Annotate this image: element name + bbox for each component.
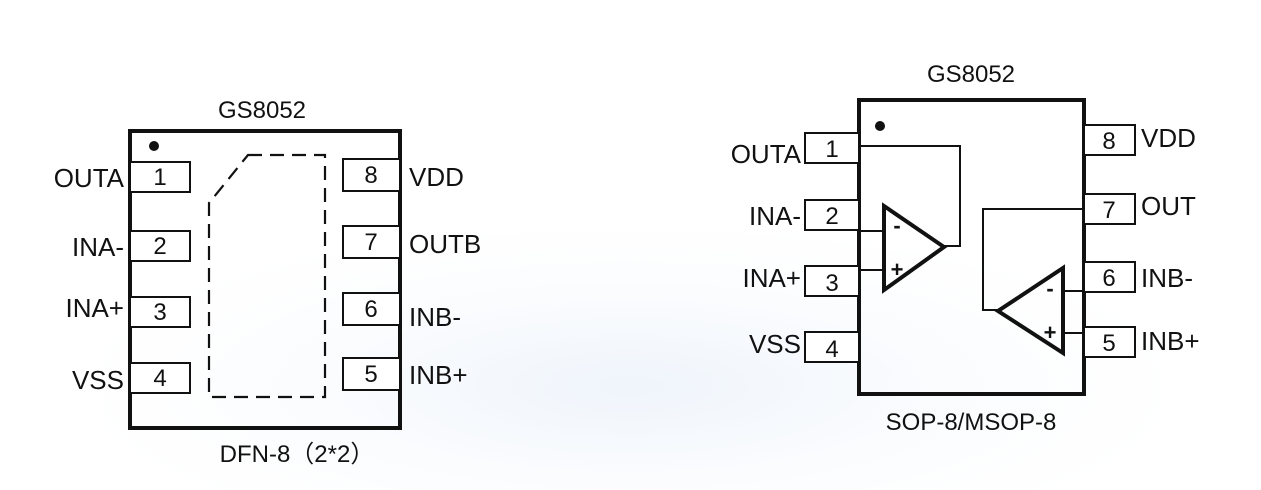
opamp-a-plus-sign: +: [891, 257, 904, 282]
sop-pin-7-number: 7: [1102, 197, 1115, 224]
sop-pin-8-number: 8: [1102, 128, 1115, 155]
dfn-pin-2-number: 2: [153, 233, 166, 260]
dfn-pin-6-box: [342, 292, 401, 326]
opamp-a-minus-sign: -: [893, 213, 900, 238]
sop-pin-4: 4 VSS: [749, 329, 860, 363]
sop-pin-7-name: OUT: [1141, 191, 1196, 221]
dfn-pin-8-name: VDD: [409, 162, 464, 192]
sop-pin-5-number: 5: [1102, 330, 1115, 357]
sop-package-label: SOP-8/MSOP-8: [886, 409, 1057, 436]
dfn-package: GS8052 1 OUTA 2 INA- 3 INA+: [54, 97, 482, 468]
opamp-b: - +: [982, 208, 1084, 357]
dfn-pin-6-name: INB-: [409, 302, 461, 332]
sop-pin-4-number: 4: [825, 336, 838, 363]
dfn-pin-4-box: [129, 362, 191, 394]
dfn-pin-3-name: INA+: [65, 293, 124, 323]
sop-pin-8-box: [1083, 124, 1136, 156]
dfn-pin-5-name: INB+: [409, 360, 468, 390]
opamp-a-output-wire: [859, 145, 961, 247]
dfn-pin-5-number: 5: [364, 361, 377, 388]
dfn-pin-2-name: INA-: [72, 232, 124, 262]
dfn-pin-1: 1 OUTA: [54, 161, 191, 193]
dfn-pin-4: 4 VSS: [72, 362, 191, 395]
sop-pin-1: 1 OUTA: [731, 132, 860, 169]
opamp-b-output-wire: [982, 208, 1084, 311]
sop-pin1-dot: [875, 121, 885, 131]
dfn-pin-8-box: [342, 158, 401, 192]
dfn-pin-2-box: [129, 230, 191, 262]
dfn-pin-4-number: 4: [153, 365, 166, 392]
opamp-a-triangle: [882, 202, 948, 294]
sop-pin-6: 6 INB-: [1083, 261, 1193, 293]
dfn-title: GS8052: [218, 97, 306, 124]
sop-pin-7-box: [1083, 193, 1136, 225]
dfn-pin-7: 7 OUTB: [342, 225, 481, 259]
sop-package: GS8052 - + - +: [731, 61, 1200, 436]
sop-package-body: [857, 98, 1086, 396]
dfn-pin-8: 8 VDD: [342, 158, 464, 192]
dfn-exposed-pad: [207, 153, 327, 399]
dfn-pin-4-name: VSS: [72, 365, 124, 395]
dfn-pin-8-number: 8: [364, 162, 377, 189]
sop-pin-3: 3 INA+: [742, 263, 860, 297]
dfn-pin-3: 3 INA+: [65, 293, 191, 328]
sop-pin-7: 7 OUT: [1083, 191, 1196, 225]
dfn-pin-1-name: OUTA: [54, 163, 125, 193]
sop-pin-5-box: [1083, 326, 1136, 358]
sop-pin-6-box: [1083, 261, 1136, 293]
sop-pin-5: 5 INB+: [1083, 326, 1200, 358]
sop-pin-6-number: 6: [1102, 265, 1115, 292]
opamp-b-plus-sign: +: [1044, 320, 1057, 345]
sop-pin-3-name: INA+: [742, 263, 801, 293]
sop-pin-4-name: VSS: [749, 329, 801, 359]
sop-pin-1-name: OUTA: [731, 139, 802, 169]
sop-pin-8: 8 VDD: [1083, 123, 1196, 156]
dfn-package-label: DFN-8（2*2）: [220, 441, 375, 468]
sop-pin-2-number: 2: [825, 203, 838, 230]
dfn-pin-7-box: [342, 225, 401, 259]
dfn-pin1-dot: [149, 141, 159, 151]
sop-pin-1-number: 1: [825, 136, 838, 163]
sop-title: GS8052: [927, 61, 1015, 88]
sop-pin-3-number: 3: [825, 270, 838, 297]
sop-pin-6-name: INB-: [1141, 263, 1193, 293]
dfn-pin-7-number: 7: [364, 229, 377, 256]
sop-pin-3-box: [804, 265, 860, 297]
dfn-pin-7-name: OUTB: [409, 229, 481, 259]
sop-pin-5-name: INB+: [1141, 326, 1200, 356]
dfn-pin-2: 2 INA-: [72, 230, 191, 262]
sop-pin-1-box: [804, 132, 860, 164]
opamp-a: - +: [859, 145, 961, 294]
dfn-pin-1-number: 1: [153, 164, 166, 191]
sop-pin-2: 2 INA-: [749, 199, 860, 231]
dfn-pin-6: 6 INB-: [342, 292, 461, 332]
sop-pin-2-name: INA-: [749, 201, 801, 231]
sop-pin-4-box: [804, 331, 860, 363]
dfn-pin-1-box: [129, 161, 191, 193]
sop-pin-8-name: VDD: [1141, 123, 1196, 153]
sop-pin-2-box: [804, 199, 860, 231]
dfn-pin-3-number: 3: [153, 299, 166, 326]
dfn-pin-5: 5 INB+: [342, 357, 468, 391]
dfn-pin-5-box: [342, 357, 401, 391]
dfn-package-body: [128, 129, 402, 430]
opamp-b-minus-sign: -: [1046, 276, 1053, 301]
dfn-pin-3-box: [129, 296, 191, 328]
dfn-pin-6-number: 6: [364, 296, 377, 323]
opamp-b-triangle: [994, 264, 1065, 357]
